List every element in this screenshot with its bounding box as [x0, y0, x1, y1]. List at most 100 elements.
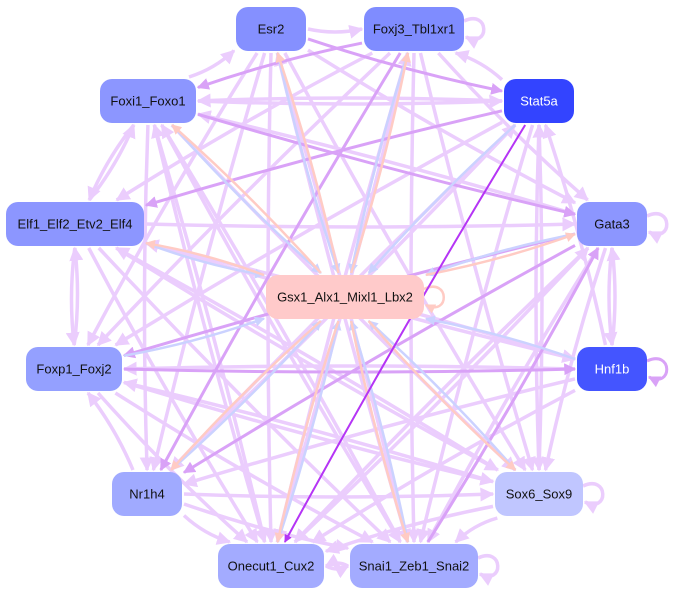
- node-box: [495, 472, 583, 516]
- node-box: [504, 79, 574, 123]
- edge-snai1-to-snai1: [477, 554, 500, 586]
- edge-nr1h4-to-onecut1: [182, 514, 232, 545]
- edge-foxj3-to-sox6: [418, 52, 536, 472]
- edge-gata3-to-gata3: [646, 212, 669, 244]
- edge-gsx1-to-sox6: [367, 320, 517, 471]
- edge-nr1h4-to-foxp1: [86, 391, 135, 471]
- edge-gsx1-to-esr2: [275, 52, 340, 274]
- node-sox6[interactable]: Sox6_Sox9: [495, 472, 583, 516]
- node-box: [6, 202, 144, 246]
- edge-stat5a-to-foxi1: [196, 93, 503, 108]
- edge-sox6-to-elf1: [115, 246, 499, 472]
- node-label: Sox6_Sox9: [506, 487, 573, 502]
- edge-esr2-to-foxj3: [307, 24, 364, 39]
- edge-elf1-to-gsx1: [145, 242, 265, 279]
- edge-foxj3-to-nr1h4: [159, 52, 402, 472]
- node-gata3[interactable]: Gata3: [577, 202, 647, 246]
- node-label: Stat5a: [520, 94, 558, 109]
- edge-stat5a-to-elf1: [144, 109, 503, 208]
- edge-gsx1-to-nr1h4: [170, 320, 322, 471]
- edge-foxp1-to-gsx1: [123, 316, 265, 357]
- edge-snai1-to-gsx1: [349, 320, 410, 543]
- edge-elf1-to-snai1: [97, 246, 392, 544]
- node-box: [577, 347, 647, 391]
- edge-esr2-to-sox6: [283, 52, 527, 472]
- edge-sox6-to-snai1: [454, 516, 498, 544]
- edge-onecut1-to-foxi1: [151, 123, 267, 543]
- node-box: [218, 544, 324, 588]
- node-snai1[interactable]: Snai1_Zeb1_Snai2: [350, 544, 478, 588]
- node-label: Foxp1_Foxj2: [36, 362, 111, 377]
- edge-gsx1-to-gata3: [425, 232, 576, 277]
- edge-gsx1-to-foxj3: [349, 52, 411, 274]
- node-label: Elf1_Elf2_Etv2_Elf4: [18, 217, 133, 232]
- edge-foxi1-to-snai1: [160, 124, 402, 544]
- edge-elf1-to-sox6: [115, 246, 499, 472]
- node-label: Snai1_Zeb1_Snai2: [359, 559, 470, 574]
- node-box: [112, 472, 182, 516]
- node-stat5a[interactable]: Stat5a: [504, 79, 574, 123]
- node-label: Gata3: [594, 217, 629, 232]
- edge-foxp1-to-elf1: [69, 246, 84, 346]
- edge-hnf1b-to-gata3: [606, 246, 621, 346]
- node-box: [266, 275, 424, 319]
- edge-gata3-to-nr1h4: [182, 244, 576, 474]
- node-box: [577, 202, 647, 246]
- edge-snai1-to-gata3: [426, 246, 600, 543]
- edge-foxp1-to-snai1: [114, 391, 374, 544]
- edge-foxi1-to-esr2: [188, 49, 236, 79]
- edge-gsx1-to-onecut1: [274, 320, 340, 543]
- node-foxi1[interactable]: Foxi1_Foxo1: [100, 79, 196, 123]
- node-onecut1[interactable]: Onecut1_Cux2: [218, 544, 324, 588]
- edge-foxi1-to-gsx1: [171, 124, 322, 274]
- node-box: [350, 544, 478, 588]
- node-box: [26, 347, 122, 391]
- node-elf1[interactable]: Elf1_Elf2_Etv2_Elf4: [6, 202, 144, 246]
- edge-gsx1-to-elf1: [145, 239, 265, 277]
- edge-foxj3-to-gsx1: [348, 52, 410, 274]
- edge-gata3-to-foxi1: [196, 110, 576, 216]
- edge-elf1-to-foxi1: [87, 123, 136, 202]
- edge-stat5a-to-gsx1: [367, 124, 517, 274]
- edges-layer: [65, 17, 669, 586]
- edge-onecut1-to-snai1: [325, 564, 350, 579]
- node-box: [236, 7, 306, 51]
- edge-nr1h4-to-sox6: [183, 487, 495, 502]
- node-gsx1[interactable]: Gsx1_Alx1_Mixl1_Lbx2: [266, 275, 424, 319]
- edge-esr2-to-gsx1: [276, 52, 341, 274]
- edge-foxi1-to-stat5a: [197, 94, 504, 109]
- edge-gsx1-to-gsx1: [423, 285, 445, 314]
- node-box: [364, 7, 464, 51]
- edge-gsx1-to-snai1: [349, 320, 410, 543]
- edge-onecut1-to-gsx1: [276, 320, 342, 543]
- edge-stat5a-to-onecut1: [283, 124, 527, 543]
- edge-foxi1-to-onecut1: [152, 124, 268, 544]
- edge-foxi1-to-gata3: [197, 112, 577, 218]
- edge-sox6-to-sox6: [582, 482, 605, 514]
- node-label: Gsx1_Alx1_Mixl1_Lbx2: [277, 290, 413, 305]
- node-label: Hnf1b: [595, 362, 630, 377]
- node-label: Foxj3_Tbl1xr1: [373, 22, 455, 37]
- edge-stat5a-to-foxj3: [454, 50, 504, 81]
- edge-gsx1-to-foxi1: [171, 124, 322, 274]
- edge-hnf1b-to-foxp1: [122, 361, 576, 376]
- node-esr2[interactable]: Esr2: [236, 7, 306, 51]
- edge-gata3-to-gsx1: [425, 232, 576, 277]
- node-label: Esr2: [258, 22, 285, 37]
- node-label: Foxi1_Foxo1: [110, 94, 185, 109]
- edge-foxj3-to-foxj3: [463, 17, 486, 49]
- node-box: [100, 79, 196, 123]
- edge-hnf1b-to-hnf1b: [646, 357, 669, 388]
- node-nr1h4[interactable]: Nr1h4: [112, 472, 182, 516]
- node-foxj3[interactable]: Foxj3_Tbl1xr1: [364, 7, 464, 51]
- edge-stat5a-to-foxp1: [114, 120, 503, 347]
- node-hnf1b[interactable]: Hnf1b: [577, 347, 647, 391]
- edge-snai1-to-foxi1: [160, 123, 402, 543]
- edge-gata3-to-onecut1: [293, 246, 590, 544]
- node-label: Nr1h4: [129, 487, 164, 502]
- edge-snai1-to-onecut1: [324, 553, 349, 568]
- node-label: Onecut1_Cux2: [228, 559, 315, 574]
- node-foxp1[interactable]: Foxp1_Foxj2: [26, 347, 122, 391]
